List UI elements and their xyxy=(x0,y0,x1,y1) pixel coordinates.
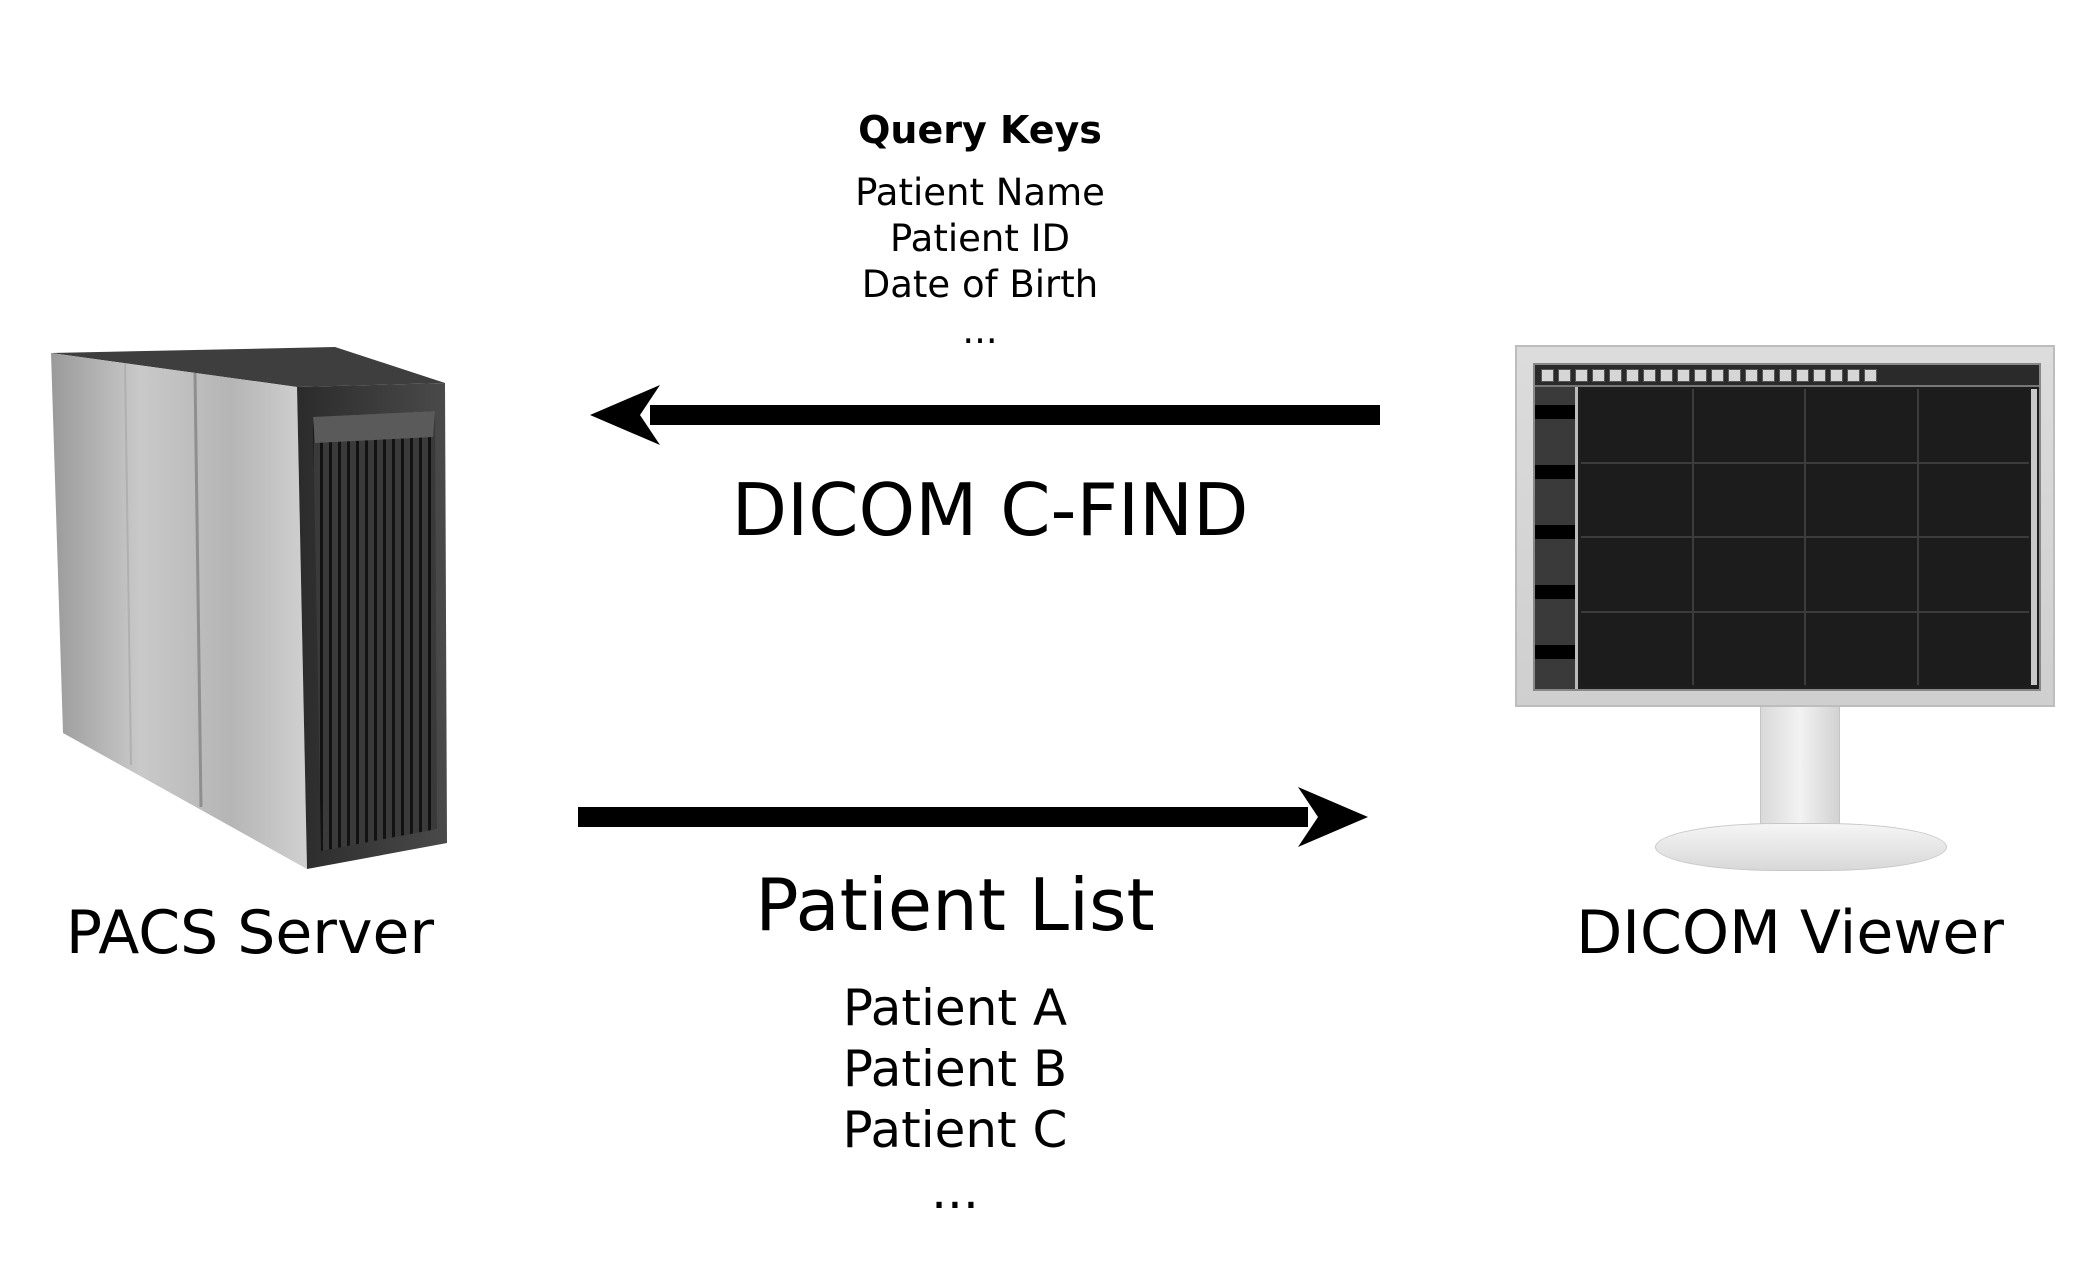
series-thumbnail xyxy=(1535,525,1575,539)
monitor-screen xyxy=(1533,363,2041,691)
image-viewport xyxy=(1918,389,2029,462)
image-viewport xyxy=(1581,389,1692,462)
query-keys-title: Query Keys xyxy=(858,108,1102,152)
c-find-label: DICOM C-FIND xyxy=(731,468,1249,552)
image-viewport xyxy=(1918,612,2029,685)
dicom-viewer-monitor-icon xyxy=(1515,345,2055,871)
query-keys-list: Patient Name Patient ID Date of Birth ..… xyxy=(790,170,1170,354)
image-viewport xyxy=(1581,612,1692,685)
patient-list-item: Patient C xyxy=(842,1101,1068,1159)
patient-list-item: Patient A xyxy=(842,979,1068,1037)
toolbar-tool-icon xyxy=(1660,368,1673,382)
toolbar-tool-icon xyxy=(1541,368,1554,382)
image-viewport xyxy=(1693,389,1804,462)
viewer-toolbar xyxy=(1535,365,2039,387)
series-thumbnail xyxy=(1535,645,1575,659)
toolbar-tool-icon xyxy=(1626,368,1639,382)
image-viewport xyxy=(1918,463,2029,536)
image-viewport xyxy=(1581,538,1692,611)
patient-list-title: Patient List xyxy=(755,863,1155,947)
patient-list-item: Patient B xyxy=(842,1040,1068,1098)
toolbar-tool-icon xyxy=(1796,368,1809,382)
image-viewport xyxy=(1806,463,1917,536)
image-viewport xyxy=(1806,389,1917,462)
query-key-item: ... xyxy=(962,309,998,352)
toolbar-tool-icon xyxy=(1847,368,1860,382)
series-thumbnail xyxy=(1535,405,1575,419)
image-viewport xyxy=(1581,463,1692,536)
toolbar-tool-icon xyxy=(1558,368,1571,382)
monitor-stand-neck xyxy=(1760,707,1840,832)
toolbar-tool-icon xyxy=(1711,368,1724,382)
image-viewport xyxy=(1806,538,1917,611)
viewer-image-grid xyxy=(1581,389,2029,685)
monitor-bezel xyxy=(1515,345,2055,707)
viewer-scrollbar xyxy=(2031,389,2037,685)
toolbar-tool-icon xyxy=(1762,368,1775,382)
toolbar-tool-icon xyxy=(1813,368,1826,382)
toolbar-tool-icon xyxy=(1592,368,1605,382)
toolbar-tool-icon xyxy=(1830,368,1843,382)
image-viewport xyxy=(1693,612,1804,685)
patient-list-response-arrow xyxy=(578,787,1368,847)
toolbar-tool-icon xyxy=(1864,368,1877,382)
pacs-server-icon xyxy=(45,345,460,879)
c-find-request-arrow xyxy=(590,385,1380,445)
pacs-server-label: PACS Server xyxy=(65,898,435,968)
image-viewport xyxy=(1693,538,1804,611)
toolbar-tool-icon xyxy=(1575,368,1588,382)
toolbar-tool-icon xyxy=(1728,368,1741,382)
toolbar-tool-icon xyxy=(1643,368,1656,382)
monitor-stand-base xyxy=(1655,823,1947,871)
image-viewport xyxy=(1693,463,1804,536)
toolbar-tool-icon xyxy=(1609,368,1622,382)
toolbar-tool-icon xyxy=(1694,368,1707,382)
series-thumbnail xyxy=(1535,465,1575,479)
query-key-item: Patient Name xyxy=(855,171,1105,214)
patient-list: Patient A Patient B Patient C ... xyxy=(760,978,1150,1222)
toolbar-tool-icon xyxy=(1745,368,1758,382)
query-key-item: Date of Birth xyxy=(861,263,1099,306)
query-key-item: Patient ID xyxy=(890,217,1070,260)
dicom-viewer-label: DICOM Viewer xyxy=(1576,898,2004,968)
toolbar-tool-icon xyxy=(1677,368,1690,382)
viewer-series-panel xyxy=(1535,387,1578,689)
series-thumbnail xyxy=(1535,585,1575,599)
toolbar-tool-icon xyxy=(1779,368,1792,382)
image-viewport xyxy=(1806,612,1917,685)
patient-list-item: ... xyxy=(931,1162,979,1220)
image-viewport xyxy=(1918,538,2029,611)
